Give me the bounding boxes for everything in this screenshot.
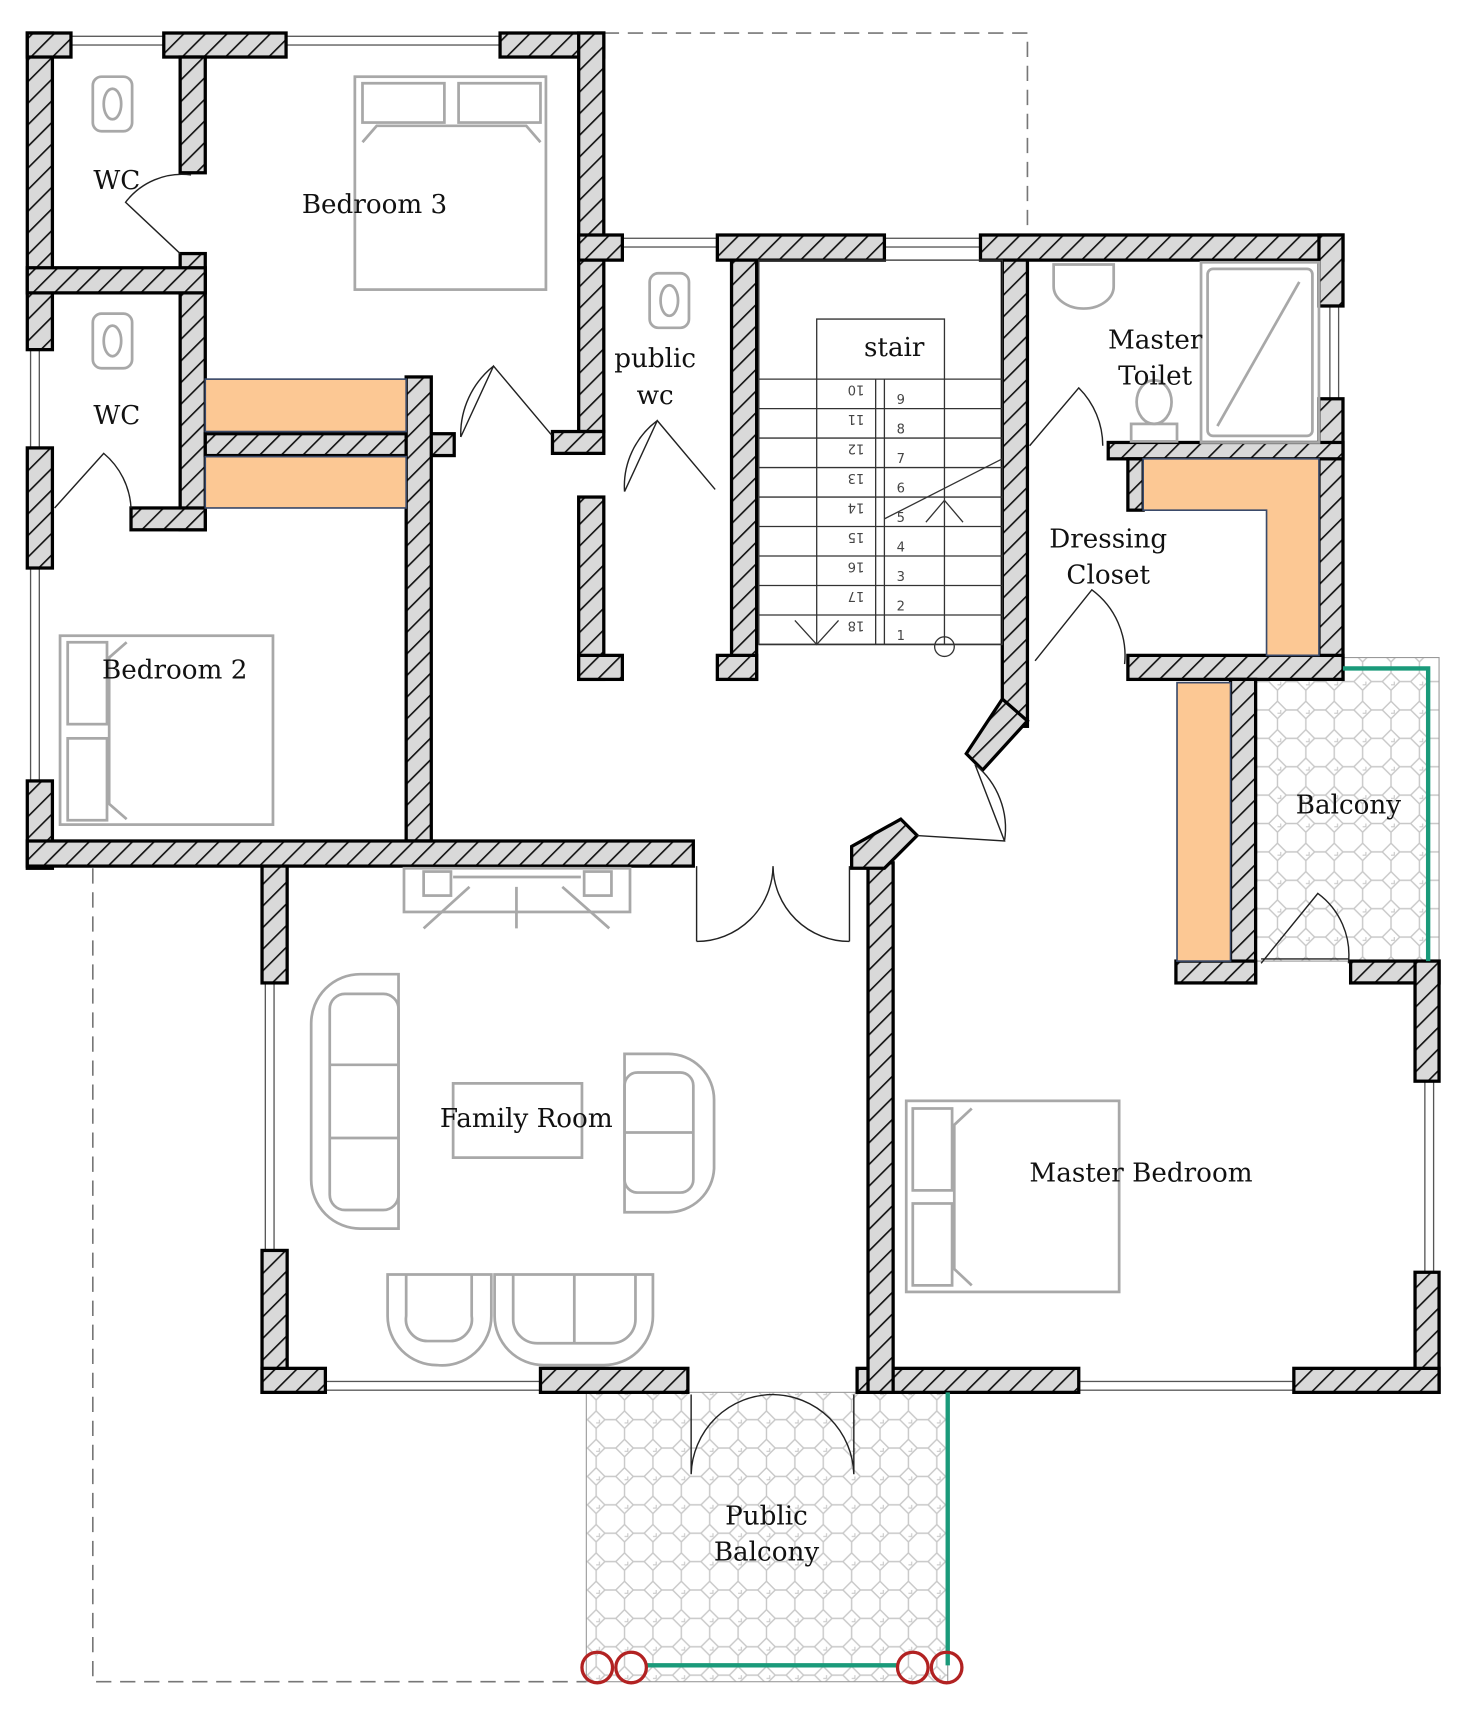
stair-step-number: 7 bbox=[897, 452, 905, 467]
stair-step-number: 8 bbox=[897, 423, 905, 438]
stair-step-number: 5 bbox=[897, 511, 905, 526]
sink-icon bbox=[1052, 263, 1116, 310]
label-wc-mid: WC bbox=[93, 401, 140, 431]
railings bbox=[580, 666, 1431, 1685]
label-master-toilet: Master bbox=[1108, 326, 1203, 356]
bed-icon bbox=[58, 634, 275, 826]
bed-icon bbox=[353, 75, 548, 291]
toilet-icon bbox=[1129, 378, 1179, 443]
room-labels: WC Bedroom 3 WC Bedroom 2 public wc stai… bbox=[93, 166, 1401, 1567]
shower-icon bbox=[1199, 260, 1321, 444]
label-public-balcony: Public bbox=[725, 1501, 808, 1531]
armchair-icon bbox=[623, 1052, 716, 1214]
stair-step-number: 3 bbox=[897, 570, 905, 585]
toilet-icon bbox=[91, 75, 134, 133]
label-master-bedroom: Master Bedroom bbox=[1029, 1159, 1252, 1189]
label-public-wc-2: wc bbox=[637, 381, 674, 411]
stair-step-number: 11 bbox=[848, 411, 865, 426]
doors[interactable] bbox=[54, 173, 1350, 1475]
coffee-table-icon bbox=[451, 1082, 584, 1159]
label-public-balcony-2: Balcony bbox=[714, 1538, 820, 1568]
toilet-icon bbox=[91, 312, 134, 370]
label-bedroom3: Bedroom 3 bbox=[302, 190, 447, 220]
stair-step-number: 13 bbox=[848, 470, 865, 485]
sofa-icon bbox=[493, 1273, 655, 1367]
label-dressing-2: Closet bbox=[1066, 560, 1150, 590]
stair-step-number: 6 bbox=[897, 482, 905, 497]
toilet-icon bbox=[648, 271, 691, 330]
stair-step-number: 15 bbox=[848, 529, 865, 544]
label-master-toilet-2: Toilet bbox=[1118, 362, 1192, 392]
bed-icon bbox=[904, 1099, 1121, 1294]
stair-step-number: 17 bbox=[848, 588, 865, 603]
label-bedroom2: Bedroom 2 bbox=[102, 655, 247, 685]
label-dressing: Dressing bbox=[1049, 524, 1167, 554]
stair-step-number: 2 bbox=[897, 600, 905, 615]
stair-step-number: 9 bbox=[897, 393, 905, 408]
label-family-room: Family Room bbox=[440, 1104, 613, 1134]
furniture bbox=[58, 75, 1321, 1367]
label-balcony: Balcony bbox=[1296, 791, 1402, 821]
tv-unit-icon bbox=[402, 866, 632, 930]
stair-step-number: 14 bbox=[848, 500, 865, 515]
stair-step-number: 12 bbox=[848, 441, 865, 456]
stair-step-number: 16 bbox=[848, 559, 865, 574]
sofa-icon bbox=[309, 972, 400, 1230]
stair-step-number: 18 bbox=[848, 618, 865, 633]
site-outline bbox=[91, 32, 1029, 1683]
label-public-wc: public bbox=[614, 344, 696, 374]
wardrobes bbox=[204, 378, 1320, 962]
label-stair: stair bbox=[864, 333, 925, 363]
stair-step-number: 1 bbox=[897, 629, 905, 644]
armchair-icon bbox=[386, 1273, 493, 1367]
public-balcony-floor bbox=[585, 1391, 949, 1683]
label-wc-top: WC bbox=[93, 166, 140, 196]
stair-step-number: 4 bbox=[897, 541, 905, 556]
stair-step-number: 10 bbox=[848, 382, 865, 397]
walls bbox=[25, 31, 1441, 1395]
balcony-floor bbox=[1255, 657, 1440, 962]
